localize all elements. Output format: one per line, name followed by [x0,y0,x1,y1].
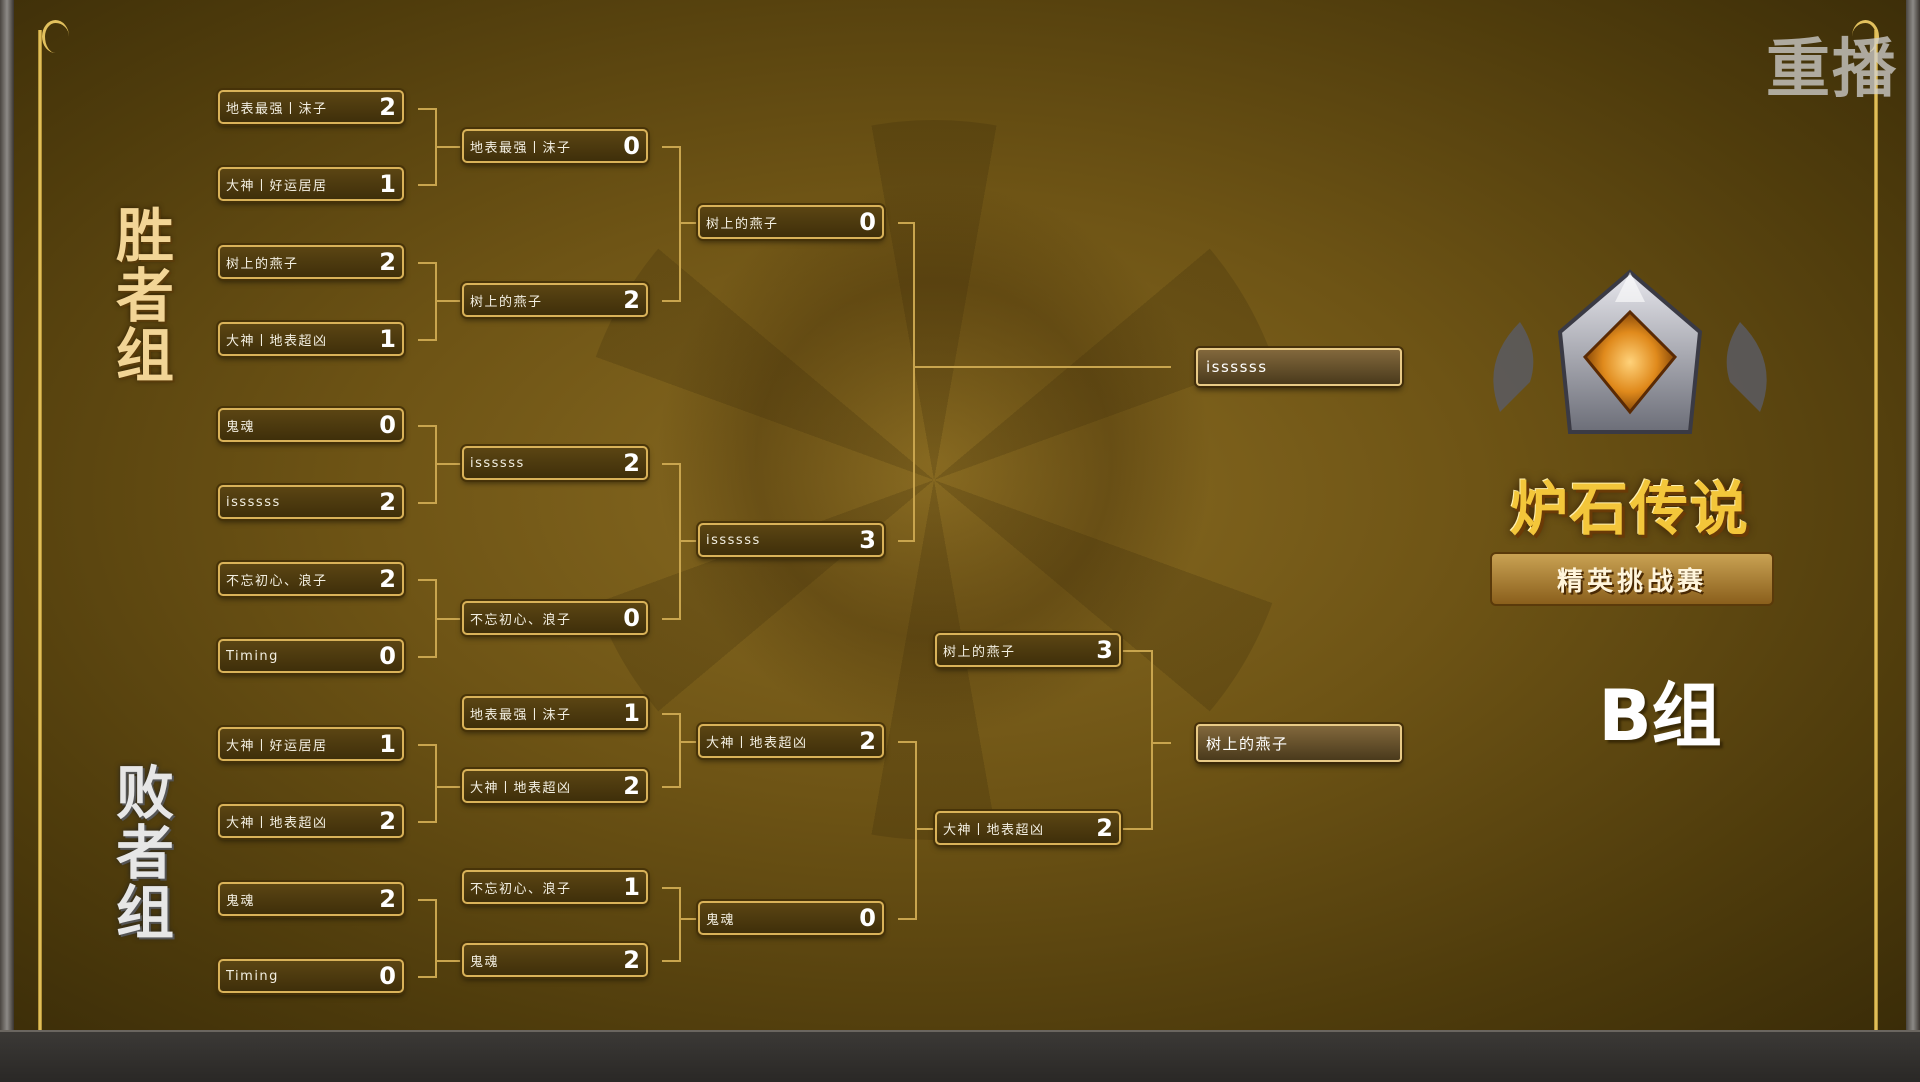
winners-r1-slot-1: 地表最强丨沫子 2 [218,90,404,124]
player-name: 树上的燕子 [470,294,543,310]
player-name: 树上的燕子 [1206,734,1289,753]
background-emblem [654,180,1214,740]
player-name: 大神丨地表超凶 [706,735,808,751]
player-name: issssss [226,494,281,510]
right-bezel [1906,0,1920,1080]
player-name: Timing [226,968,279,984]
player-name: 鬼魂 [470,954,500,970]
losers-r1-slot-3: 鬼魂 2 [218,882,404,916]
player-name: 鬼魂 [706,912,736,928]
player-score: 2 [623,286,640,314]
losers-bracket-title: 败者组 [106,762,174,942]
player-score: 3 [1096,636,1113,664]
winners-r2-slot-4: 不忘初心、浪子 0 [462,601,648,635]
losers-bracket-winner-slot: 树上的燕子 [1196,724,1402,762]
left-bezel [0,0,14,1080]
player-name: 地表最强丨沫子 [470,140,572,156]
player-name: 树上的燕子 [943,644,1016,660]
losers-r1-slot-2: 大神丨地表超凶 2 [218,804,404,838]
winners-r1-slot-4: 大神丨地表超凶 1 [218,322,404,356]
winners-r1-slot-3: 树上的燕子 2 [218,245,404,279]
winners-bracket-winner-slot: issssss [1196,348,1402,386]
player-name: 不忘初心、浪子 [470,612,572,628]
losers-r1-slot-4: Timing 0 [218,959,404,993]
player-score: 1 [623,873,640,901]
player-score: 2 [623,946,640,974]
winners-r2-slot-1: 地表最强丨沫子 0 [462,129,648,163]
frame-line-left [38,30,42,1030]
losers-r2-slot-4: 鬼魂 2 [462,943,648,977]
player-score: 1 [379,325,396,353]
winners-r1-slot-8: Timing 0 [218,639,404,673]
player-name: 大神丨地表超凶 [943,822,1045,838]
winners-r1-slot-7: 不忘初心、浪子 2 [218,562,404,596]
player-name: 大神丨地表超凶 [226,815,328,831]
player-name: issssss [470,455,525,471]
winners-r1-slot-2: 大神丨好运居居 1 [218,167,404,201]
hearthstone-crest-icon [1493,269,1767,434]
logo-title: 炉石传说 [1509,475,1750,543]
background-emblem-star [574,120,1294,840]
player-name: 不忘初心、浪子 [470,881,572,897]
logo-subtitle-banner: 精英挑战赛 [1490,552,1774,606]
player-score: 2 [379,565,396,593]
player-name: 地表最强丨沫子 [470,707,572,723]
player-score: 0 [379,642,396,670]
player-name: 鬼魂 [226,893,256,909]
frame-line-right [1874,30,1878,1030]
player-score: 2 [1096,814,1113,842]
player-score: 0 [623,604,640,632]
losers-r3-slot-2: 鬼魂 0 [698,901,884,935]
losers-r2-slot-2: 大神丨地表超凶 2 [462,769,648,803]
losers-r3-slot-1: 大神丨地表超凶 2 [698,724,884,758]
player-name: 不忘初心、浪子 [226,573,328,589]
player-score: 1 [379,730,396,758]
player-name: 鬼魂 [226,419,256,435]
winners-r2-slot-3: issssss 2 [462,446,648,480]
player-name: 树上的燕子 [706,216,779,232]
player-name: issssss [706,532,761,548]
player-name: 地表最强丨沫子 [226,101,328,117]
player-name: 大神丨地表超凶 [226,333,328,349]
player-score: 1 [623,699,640,727]
player-name: 大神丨地表超凶 [470,780,572,796]
winners-r1-slot-5: 鬼魂 0 [218,408,404,442]
losers-r2-slot-1: 地表最强丨沫子 1 [462,696,648,730]
group-label: B组 [1598,675,1722,757]
winners-r3-slot-1: 树上的燕子 0 [698,205,884,239]
winners-r3-slot-2: issssss 3 [698,523,884,557]
player-score: 2 [623,449,640,477]
winners-r1-slot-6: issssss 2 [218,485,404,519]
player-score: 0 [379,411,396,439]
losers-r4-slot-2: 大神丨地表超凶 2 [935,811,1121,845]
replay-label: 重播 [1766,33,1898,107]
player-score: 0 [859,208,876,236]
player-name: 大神丨好运居居 [226,738,328,754]
player-score: 3 [859,526,876,554]
winners-bracket-title: 胜者组 [106,205,174,385]
hearthstone-logo: 炉石传说 精英挑战赛 [1440,262,1820,632]
losers-r4-slot-1: 树上的燕子 3 [935,633,1121,667]
player-score: 2 [379,93,396,121]
losers-r2-slot-3: 不忘初心、浪子 1 [462,870,648,904]
player-score: 2 [379,807,396,835]
bottom-bar [0,1030,1920,1082]
player-score: 0 [379,962,396,990]
player-name: issssss [1206,358,1268,376]
losers-r1-slot-1: 大神丨好运居居 1 [218,727,404,761]
player-score: 2 [623,772,640,800]
player-score: 2 [379,488,396,516]
player-name: 树上的燕子 [226,256,299,272]
player-score: 2 [379,885,396,913]
player-name: Timing [226,648,279,664]
player-score: 0 [859,904,876,932]
winners-r2-slot-2: 树上的燕子 2 [462,283,648,317]
player-score: 2 [859,727,876,755]
player-score: 0 [623,132,640,160]
player-score: 2 [379,248,396,276]
frame-curl-left [42,20,69,53]
player-name: 大神丨好运居居 [226,178,328,194]
player-score: 1 [379,170,396,198]
